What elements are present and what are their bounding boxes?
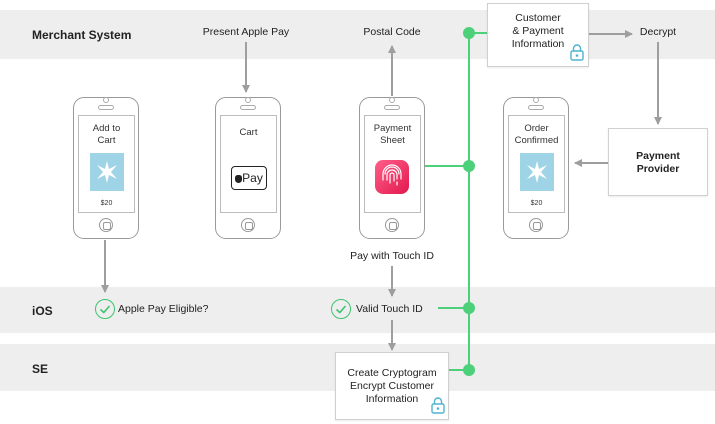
apple-pay-eligible-label: Apple Pay Eligible? bbox=[118, 303, 209, 315]
phone-screen: Payment Sheet bbox=[364, 115, 421, 213]
payment-sheet-title-2: Sheet bbox=[380, 135, 405, 146]
home-button bbox=[385, 218, 399, 232]
phone-add-to-cart: Add to Cart $20 bbox=[73, 97, 139, 239]
present-apple-pay-label: Present Apple Pay bbox=[202, 26, 290, 38]
decrypt-label: Decrypt bbox=[639, 26, 677, 38]
cart-title: Cart bbox=[239, 127, 258, 138]
order-confirmed-title-1: Order bbox=[524, 123, 549, 134]
cryptogram-line-1: Create Cryptogram bbox=[347, 367, 437, 379]
home-button bbox=[99, 218, 113, 232]
star-burst-icon bbox=[527, 161, 547, 183]
check-icon bbox=[331, 299, 351, 319]
lane-label-se: SE bbox=[32, 362, 49, 376]
phone-screen: Add to Cart $20 bbox=[78, 115, 135, 213]
product-image bbox=[90, 153, 124, 191]
apple-logo-icon bbox=[235, 175, 243, 183]
product-price: $20 bbox=[530, 200, 543, 207]
home-button bbox=[241, 218, 255, 232]
lock-icon bbox=[570, 44, 584, 61]
fingerprint-icon bbox=[382, 164, 402, 186]
valid-touch-id-label: Valid Touch ID bbox=[356, 303, 423, 315]
order-confirmed-title-2: Confirmed bbox=[514, 135, 559, 146]
phone-screen: Order Confirmed $20 bbox=[508, 115, 565, 213]
apple-pay-label: Pay bbox=[242, 171, 263, 185]
pay-with-touch-id-label: Pay with Touch ID bbox=[350, 250, 434, 262]
junction-sheet-dot bbox=[463, 160, 475, 172]
lane-label-merchant: Merchant System bbox=[32, 28, 132, 42]
payment-provider-line-2: Provider bbox=[636, 163, 680, 175]
add-to-cart-title-2: Cart bbox=[97, 135, 116, 146]
phone-cart: Cart Pay bbox=[215, 97, 281, 239]
payment-provider-box: Payment Provider bbox=[608, 128, 708, 196]
customer-payment-info-box: Customer & Payment Information bbox=[487, 3, 589, 67]
junction-merchant-dot bbox=[463, 27, 475, 39]
customer-info-line-1: Customer bbox=[515, 12, 561, 24]
lane-ios bbox=[0, 287, 715, 333]
star-burst-icon bbox=[97, 161, 117, 183]
cryptogram-line-3: Information bbox=[365, 393, 419, 405]
lane-label-ios: iOS bbox=[32, 304, 53, 318]
phone-payment-sheet: Payment Sheet bbox=[359, 97, 425, 239]
lock-icon bbox=[431, 397, 445, 414]
junction-ios-dot bbox=[463, 302, 475, 314]
phone-screen: Cart Pay bbox=[220, 115, 277, 213]
junction-se-dot bbox=[463, 364, 475, 376]
apple-pay-button: Pay bbox=[231, 166, 267, 190]
cryptogram-line-2: Encrypt Customer bbox=[349, 380, 435, 392]
payment-provider-line-1: Payment bbox=[636, 150, 680, 162]
customer-info-line-3: Information bbox=[511, 38, 565, 50]
product-price: $20 bbox=[100, 200, 113, 207]
add-to-cart-title-1: Add to bbox=[92, 123, 121, 134]
create-cryptogram-box: Create Cryptogram Encrypt Customer Infor… bbox=[335, 352, 449, 420]
check-icon bbox=[95, 299, 115, 319]
customer-info-line-2: & Payment bbox=[512, 25, 564, 37]
postal-code-label: Postal Code bbox=[363, 26, 421, 38]
payment-sheet-title-1: Payment bbox=[373, 123, 412, 134]
touch-id-tile bbox=[375, 160, 409, 194]
home-button bbox=[529, 218, 543, 232]
product-image bbox=[520, 153, 554, 191]
phone-order-confirmed: Order Confirmed $20 bbox=[503, 97, 569, 239]
